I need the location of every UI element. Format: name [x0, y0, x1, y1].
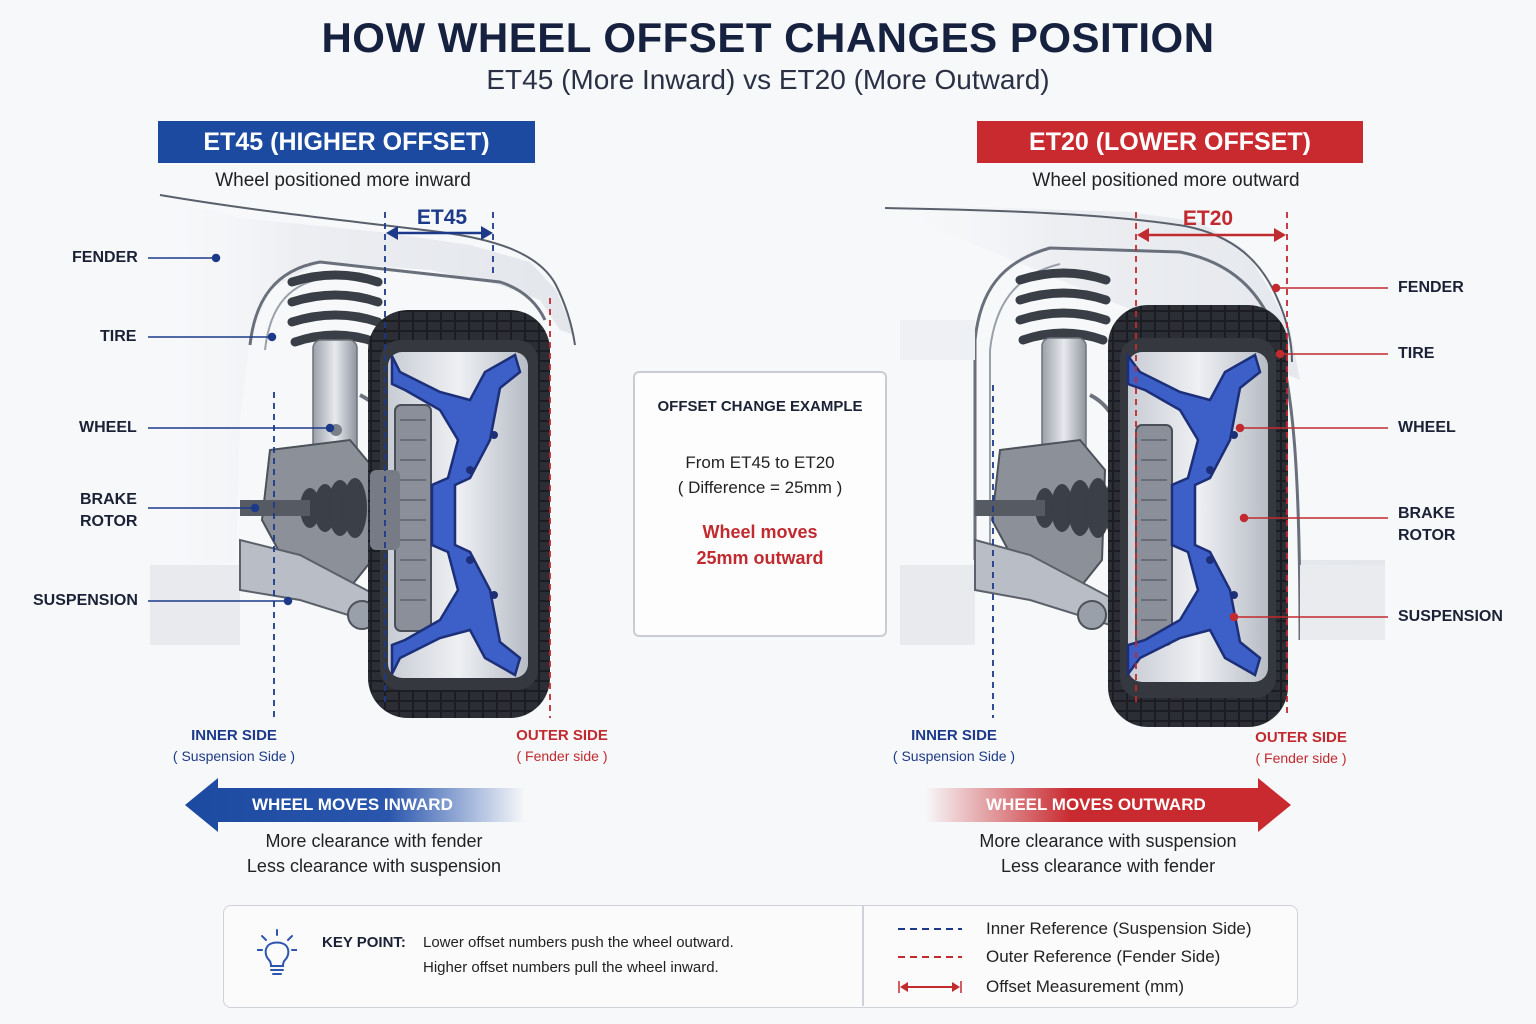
et20-banner: ET20 (LOWER OFFSET) — [977, 121, 1363, 163]
right-wheel-label: WHEEL — [1398, 419, 1456, 436]
et20-caption: Wheel positioned more outward — [1032, 170, 1300, 191]
right-rotor-label: ROTOR — [1398, 527, 1456, 544]
offset-change-title: OFFSET CHANGE EXAMPLE — [657, 398, 863, 415]
right-reference-lines — [992, 212, 1288, 718]
legend-offset-measurement: Offset Measurement (mm) — [986, 977, 1185, 996]
right-clearance-line-1: More clearance with suspension — [979, 831, 1237, 851]
left-suspension — [239, 270, 394, 630]
et45-dimension-label: ET45 — [416, 206, 468, 229]
left-offset-dimension-arrow — [386, 226, 493, 240]
red-dimension-arrow-icon — [898, 981, 962, 993]
legend-symbols — [898, 928, 962, 993]
right-suspension-label: SUSPENSION — [1398, 608, 1503, 625]
legend-box: KEY POINT: Lower offset numbers push the… — [223, 905, 1298, 1008]
wheel-moves-outward-label: WHEEL MOVES OUTWARD — [986, 795, 1206, 814]
left-outer-side-label: OUTER SIDE — [516, 727, 608, 744]
right-wheel — [1126, 352, 1268, 682]
right-outer-side-sub: ( Fender side ) — [1255, 750, 1347, 766]
left-inner-side-label: INNER SIDE — [191, 727, 277, 744]
et45-banner: ET45 (HIGHER OFFSET) — [158, 121, 535, 163]
offset-change-move-1: Wheel moves — [702, 522, 818, 542]
key-point-line-2: Higher offset numbers pull the wheel inw… — [423, 959, 719, 976]
legend-outer-reference: Outer Reference (Fender Side) — [986, 947, 1221, 966]
left-clearance-line-2: Less clearance with suspension — [246, 856, 502, 876]
right-outer-side-label: OUTER SIDE — [1255, 729, 1347, 746]
left-brake-label: BRAKE — [80, 491, 137, 508]
key-point-line-1: Lower offset numbers push the wheel outw… — [423, 934, 734, 951]
offset-change-line-2: ( Difference = 25mm ) — [677, 478, 843, 497]
offset-change-line-1: From ET45 to ET20 — [685, 453, 835, 472]
left-tire-label: TIRE — [100, 328, 137, 345]
right-leader-lines — [1229, 283, 1388, 622]
left-leader-lines — [148, 253, 335, 606]
et45-caption: Wheel positioned more inward — [215, 170, 471, 191]
offset-change-move-2: 25mm outward — [696, 548, 824, 568]
legend-inner-reference: Inner Reference (Suspension Side) — [986, 919, 1252, 938]
right-suspension — [974, 268, 1128, 630]
left-fender-label: FENDER — [72, 249, 138, 266]
left-wheel — [370, 352, 528, 678]
inward-move-arrow — [185, 778, 525, 832]
right-fender-label: FENDER — [1398, 279, 1464, 296]
offset-change-example-box: OFFSET CHANGE EXAMPLE From ET45 to ET20 … — [633, 371, 887, 637]
left-rotor-label: ROTOR — [80, 513, 138, 530]
key-point-label: KEY POINT: — [322, 934, 406, 951]
left-outer-side-sub: ( Fender side ) — [516, 748, 608, 764]
left-clearance-line-1: More clearance with fender — [265, 831, 483, 851]
right-clearance-line-2: Less clearance with fender — [1000, 856, 1216, 876]
left-inner-side-sub: ( Suspension Side ) — [172, 748, 296, 764]
right-tire-label: TIRE — [1398, 345, 1435, 362]
wheel-moves-inward-label: WHEEL MOVES INWARD — [252, 795, 453, 814]
left-suspension-label: SUSPENSION — [33, 592, 138, 609]
lightbulb-icon — [257, 929, 297, 975]
page-subtitle: ET45 (More Inward) vs ET20 (More Outward… — [486, 64, 1050, 95]
right-brake-label: BRAKE — [1398, 505, 1455, 522]
left-car-body — [150, 194, 576, 645]
left-wheel-label: WHEEL — [79, 419, 137, 436]
right-offset-dimension-arrow — [1137, 228, 1286, 242]
outward-move-arrow — [925, 778, 1291, 832]
left-reference-lines — [273, 212, 551, 718]
legend-divider — [862, 906, 864, 1006]
et20-dimension-label: ET20 — [1182, 207, 1234, 230]
right-inner-side-sub: ( Suspension Side ) — [892, 748, 1016, 764]
page-title: HOW WHEEL OFFSET CHANGES POSITION — [321, 14, 1215, 61]
right-inner-side-label: INNER SIDE — [911, 727, 997, 744]
